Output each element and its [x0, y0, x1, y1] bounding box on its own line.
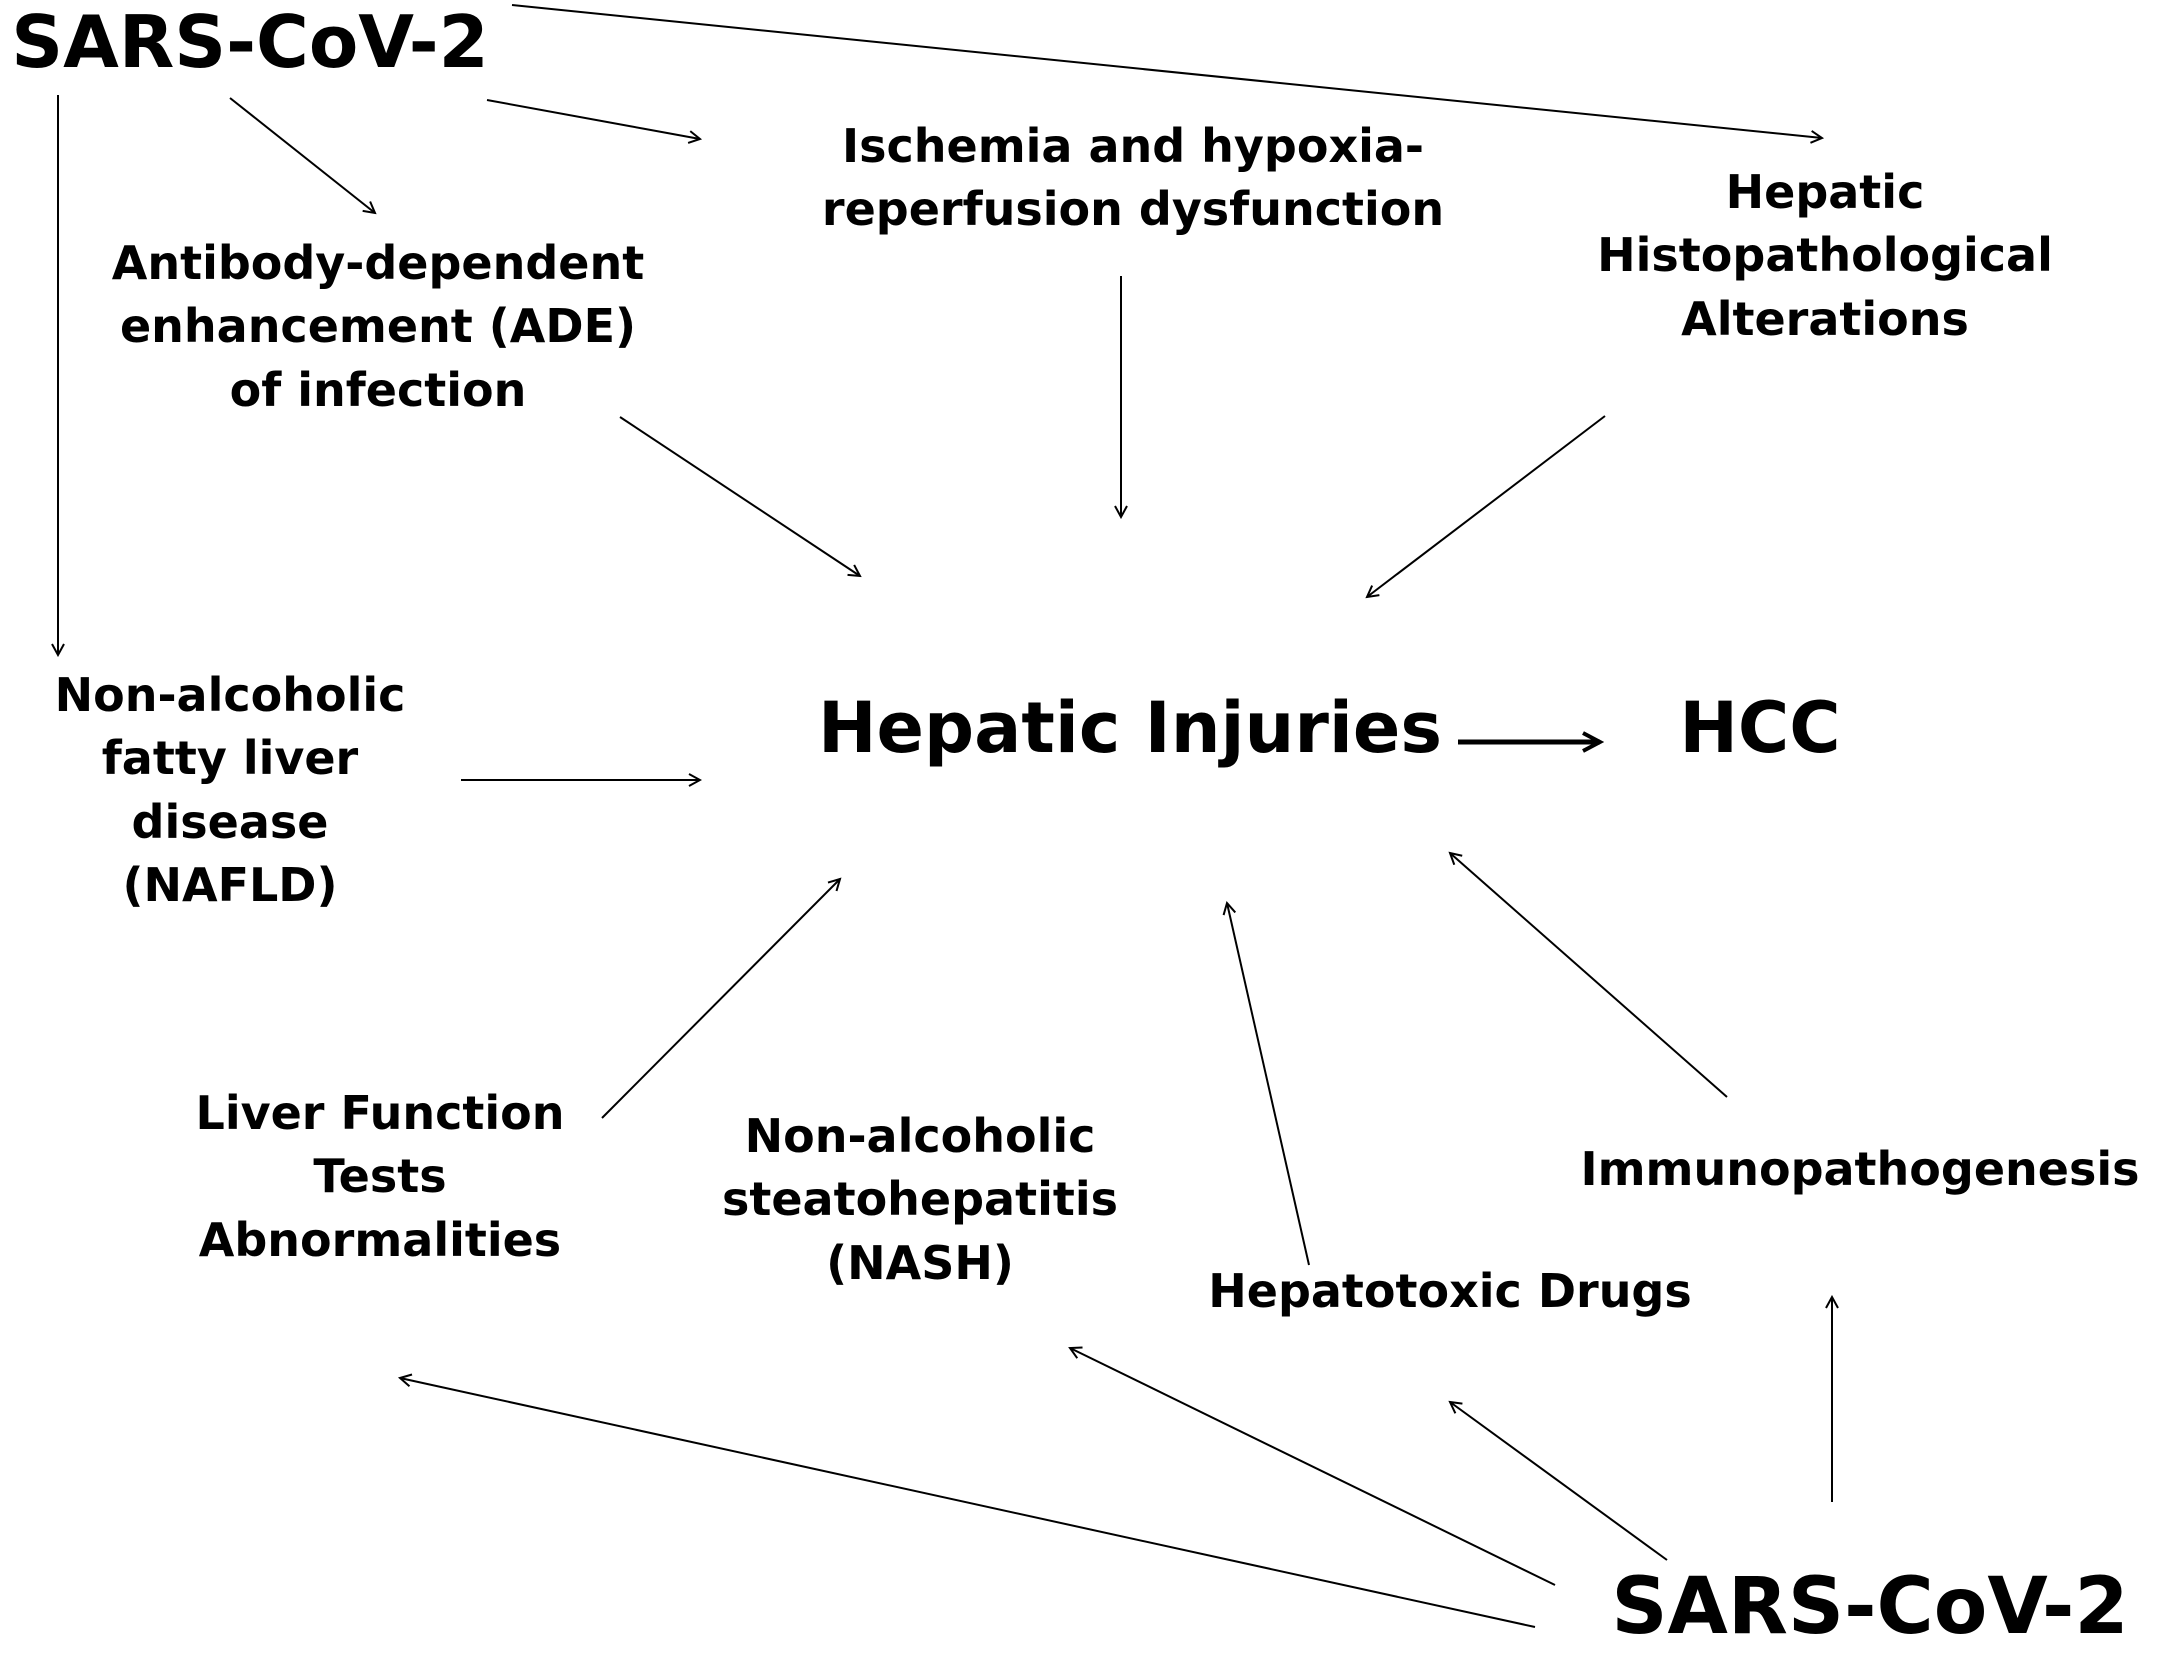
nafld-line-3: disease — [131, 794, 329, 849]
nash-line-2: steatohepatitis — [721, 1172, 1118, 1227]
arrow-ade-to-injuries — [619, 416, 860, 576]
ischemia-line-2: reperfusion dysfunction — [821, 182, 1445, 237]
ischemia-line-1: Ischemia and hypoxia- — [841, 119, 1425, 173]
ade-node: Antibody-dependent enhancement (ADE) of … — [78, 232, 678, 422]
sars-cov-2-top-label: SARS-CoV-2 — [11, 0, 489, 84]
nafld-line-1: Non-alcoholic — [54, 668, 406, 722]
arrow-lft-to-injuries — [601, 879, 840, 1119]
histo-line-2: Histopathological — [1597, 228, 2053, 283]
histo-line-3: Alterations — [1681, 291, 1969, 346]
sars-cov-2-bottom-label: SARS-CoV-2 — [1611, 1562, 2129, 1652]
arrow-drugs-to-injuries — [1227, 903, 1310, 1266]
histo-line-1: Hepatic — [1725, 165, 1925, 219]
hepatotoxic-drugs-node: Hepatotoxic Drugs — [1208, 1264, 1692, 1318]
ade-line-1: Antibody-dependent — [111, 236, 645, 290]
hcc-node: HCC — [1679, 687, 1841, 769]
arrow-sars-top-to-histo — [511, 4, 1822, 138]
arrow-sars-top-to-ade — [229, 97, 375, 213]
arrow-sars-top-to-ischemia — [486, 99, 700, 139]
nafld-line-2: fatty liver — [101, 731, 359, 786]
nash-line-3: (NASH) — [826, 1235, 1014, 1290]
lft-line-1: Liver Function — [195, 1086, 565, 1140]
ade-line-2: enhancement (ADE) — [119, 299, 637, 354]
ischemia-node: Ischemia and hypoxia- reperfusion dysfun… — [788, 115, 1478, 242]
hepatic-injuries-node: Hepatic Injuries — [817, 687, 1443, 769]
histopathological-node: Hepatic Histopathological Alterations — [1555, 161, 2095, 351]
arrow-histo-to-injuries — [1367, 415, 1606, 597]
nash-node: Non-alcoholic steatohepatitis (NASH) — [690, 1105, 1150, 1295]
immunopathogenesis-node: Immunopathogenesis — [1580, 1142, 2140, 1196]
arrow-sars-bottom-to-lft — [400, 1378, 1536, 1628]
lft-node: Liver Function Tests Abnormalities — [140, 1082, 620, 1272]
lft-line-3: Abnormalities — [198, 1212, 562, 1267]
nafld-node: Non-alcoholic fatty liver disease (NAFLD… — [20, 664, 440, 918]
nash-line-1: Non-alcoholic — [744, 1109, 1096, 1163]
nafld-line-4: (NAFLD) — [122, 858, 338, 913]
arrow-immuno-to-injuries — [1450, 853, 1728, 1098]
arrow-sars-bottom-to-drugs — [1450, 1402, 1668, 1561]
lft-line-2: Tests — [313, 1149, 447, 1204]
ade-line-3: of infection — [229, 362, 527, 417]
arrow-sars-bottom-to-nash — [1070, 1348, 1556, 1586]
